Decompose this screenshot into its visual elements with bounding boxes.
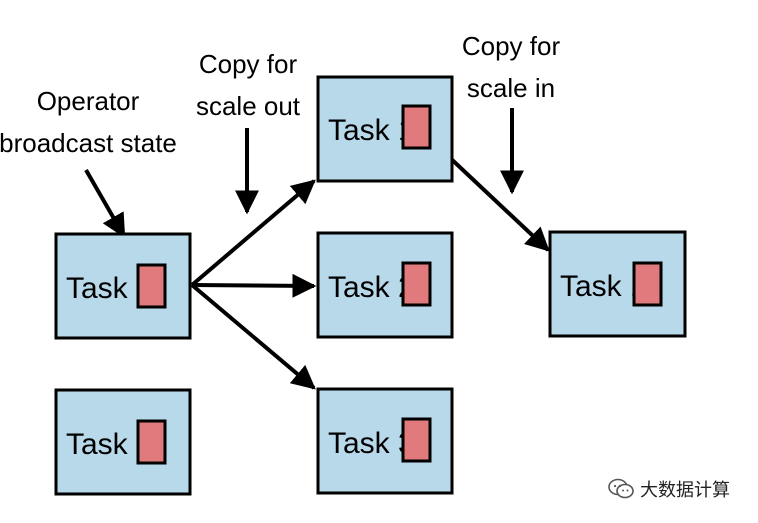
state-square	[401, 261, 432, 307]
arrow-to-mid-task1	[190, 179, 316, 287]
svg-text:Operator: Operator	[37, 86, 140, 116]
svg-text:Copy for: Copy for	[199, 49, 298, 79]
caption-copy-for-scale-in: Copy for scale in	[462, 31, 561, 103]
state-square	[136, 263, 167, 309]
arrow-operator-pointer	[84, 169, 126, 239]
state-square	[136, 419, 167, 465]
svg-text:scale in: scale in	[467, 73, 555, 103]
watermark-text: 大数据计算	[640, 480, 730, 501]
task-box-right-task1: Task 1	[548, 230, 687, 338]
task-box-mid-task1: Task 1	[316, 75, 454, 183]
task-box-left-task2: Task 2	[54, 388, 192, 496]
svg-text:Task 1: Task 1	[560, 270, 647, 303]
caption-copy-for-scale-out: Copy for scale out	[196, 49, 301, 121]
caption-operator-broadcast-state: Operator broadcast state	[0, 86, 177, 158]
svg-text:Task 1: Task 1	[328, 114, 415, 147]
task-box-mid-task3: Task 3	[316, 387, 454, 495]
svg-text:scale out: scale out	[196, 91, 301, 121]
svg-text:Task 2: Task 2	[328, 271, 415, 304]
state-square	[401, 104, 432, 150]
svg-text:Copy for: Copy for	[462, 31, 561, 61]
svg-text:Task 3: Task 3	[328, 427, 415, 460]
wechat-icon	[608, 478, 634, 499]
svg-text:broadcast state: broadcast state	[0, 128, 177, 158]
watermark: 大数据计算	[608, 474, 730, 504]
state-square	[632, 261, 663, 307]
arrow-to-mid-task3	[190, 283, 316, 390]
arrow-to-mid-task2	[191, 273, 317, 298]
task-box-mid-task2: Task 2	[316, 231, 454, 339]
state-square	[401, 417, 432, 463]
task-box-left-task1: Task 1	[54, 232, 192, 340]
